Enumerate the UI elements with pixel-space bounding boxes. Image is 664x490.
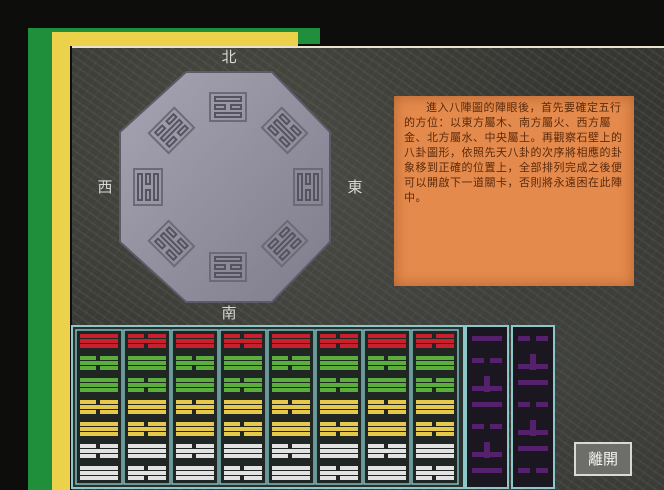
purple-trigram-tile[interactable]	[518, 446, 548, 451]
trigram-tile[interactable]	[80, 378, 118, 392]
purple-trigram-tile[interactable]	[472, 402, 502, 407]
trigram-tile[interactable]	[368, 422, 406, 436]
trigram-tile[interactable]	[272, 466, 310, 480]
leave-button[interactable]: 離開	[574, 442, 632, 476]
purple-trigram-tile[interactable]	[472, 336, 502, 341]
trigram-tile[interactable]	[320, 356, 358, 370]
trigram-tile[interactable]	[368, 466, 406, 480]
trigram-tile[interactable]	[176, 422, 214, 436]
trigram-tile[interactable]	[80, 334, 118, 348]
trigram-tile[interactable]	[176, 378, 214, 392]
trigram-tile[interactable]	[416, 444, 454, 458]
trigram-tile[interactable]	[128, 444, 166, 458]
trigram-tile[interactable]	[224, 400, 262, 414]
trigram-tile[interactable]	[80, 466, 118, 480]
trigram-tile[interactable]	[272, 334, 310, 348]
trigram-tile[interactable]	[272, 422, 310, 436]
trigram-tile[interactable]	[416, 400, 454, 414]
trigram-tile[interactable]	[224, 444, 262, 458]
trigram-tile[interactable]	[224, 356, 262, 370]
trigram-tile[interactable]	[176, 334, 214, 348]
trigram-tile[interactable]	[368, 334, 406, 348]
trigram-tile[interactable]	[272, 378, 310, 392]
purple-trigram-tile[interactable]	[472, 468, 502, 473]
trigram-tile[interactable]	[176, 466, 214, 480]
trigram-tile[interactable]	[320, 444, 358, 458]
purple-trigram-tile[interactable]	[518, 380, 548, 385]
trigram-tile[interactable]	[80, 422, 118, 436]
trigram-tile[interactable]	[368, 378, 406, 392]
trigram-tile[interactable]	[128, 400, 166, 414]
trigram-tile[interactable]	[320, 400, 358, 414]
trigram-tile[interactable]	[416, 356, 454, 370]
trigram-tile[interactable]	[128, 356, 166, 370]
